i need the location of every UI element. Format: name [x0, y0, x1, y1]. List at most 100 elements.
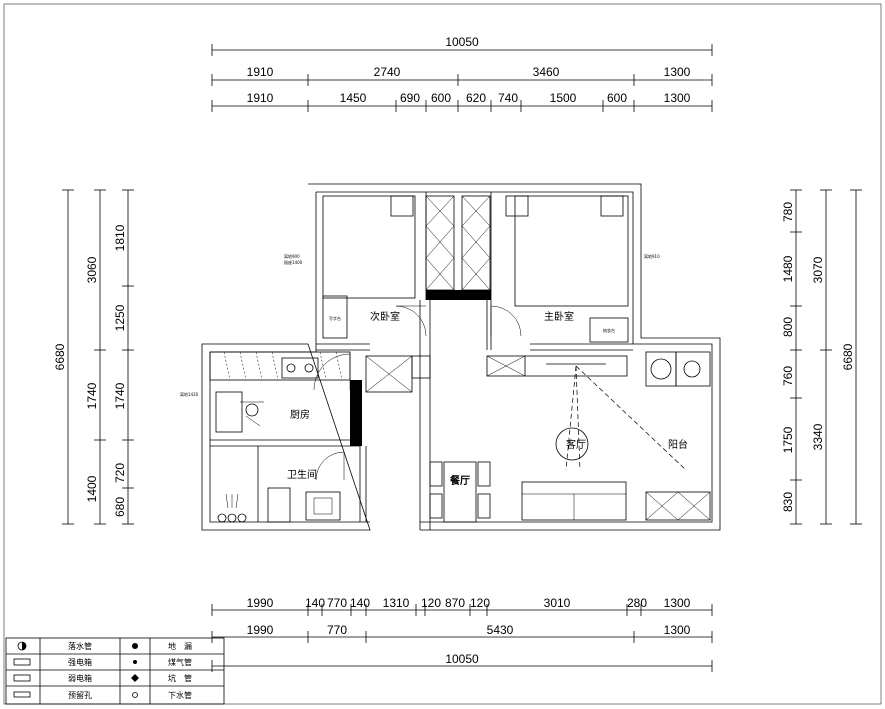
legend-1-right: 煤气管: [168, 657, 192, 667]
plant-icon: [225, 493, 239, 509]
dresser: [589, 317, 629, 343]
dim-top-r1-1: 2740: [374, 65, 401, 79]
dim-left-inner-1: 1250: [113, 304, 127, 331]
dim-top-r2-5: 740: [498, 91, 518, 105]
bed-master: [514, 195, 629, 307]
dim-top-r2-8: 1300: [664, 91, 691, 105]
room-labels: 次卧室 主卧室 厨房 客厅 阳台 卫生间 餐厅: [287, 310, 688, 487]
note-c: 离地910: [644, 253, 660, 259]
desk: [322, 295, 348, 339]
dim-top-r2-4: 620: [466, 91, 486, 105]
dim-left-mid-2: 1400: [85, 475, 99, 502]
legend-2-left: 弱电箱: [68, 673, 92, 683]
dim-top-r1-0: 1910: [247, 65, 274, 79]
dim-left-inner-2: 1740: [113, 382, 127, 409]
power-box-icon: [13, 658, 31, 666]
gas-pipe-icon: [133, 660, 137, 664]
dim-bot-r1-10: 1300: [664, 596, 691, 610]
sewer-pipe-icon: [132, 692, 138, 698]
dim-top-r2-1: 1450: [340, 91, 367, 105]
label-desk: 写字台: [329, 315, 341, 321]
floor-drain-icon: [132, 643, 138, 649]
legend-2-right: 坑 管: [168, 673, 192, 683]
dim-left-outer: 6680: [53, 343, 67, 370]
washbasin: [305, 491, 341, 521]
legend-0-right: 地 漏: [168, 641, 192, 651]
label-dining: 餐厅: [449, 474, 470, 487]
label-second-bedroom: 次卧室: [370, 310, 400, 323]
bottom-dimensions: 1990 140 770 140 1310 120 870 120 3010 2…: [211, 596, 713, 672]
dim-top-r1-2: 3460: [533, 65, 560, 79]
dim-bot-r1-5: 120: [421, 596, 441, 610]
furniture: 写字台 梳妆台: [209, 195, 711, 523]
dim-top-r1-3: 1300: [664, 65, 691, 79]
weak-current-box-icon: [13, 674, 31, 682]
legend-3-right: 下水管: [168, 690, 192, 700]
balcony-cabinet: [645, 491, 711, 521]
sink-kitchen: [215, 391, 243, 433]
wall-block: [350, 380, 362, 446]
dim-bot-r1-2: 770: [327, 596, 347, 610]
dim-bot-r1-3: 140: [350, 596, 370, 610]
dim-left-mid-0: 3060: [85, 256, 99, 283]
dim-right-inner-5: 830: [781, 492, 795, 512]
label-dresser: 梳妆台: [603, 327, 615, 333]
dim-right-inner-4: 1750: [781, 426, 795, 453]
dim-right-inner-0: 780: [781, 202, 795, 222]
dim-bot-r1-8: 3010: [544, 596, 571, 610]
dim-right-mid-1: 3340: [811, 423, 825, 450]
dim-top-r2-3: 600: [431, 91, 451, 105]
dim-top-total: 10050: [445, 35, 479, 49]
dim-bot-r2-1: 770: [327, 623, 347, 637]
kitchen-counter: [209, 351, 351, 381]
dim-top-r2-6: 1500: [550, 91, 577, 105]
dim-left-inner-4: 680: [113, 497, 127, 517]
note-d: 离地1420: [180, 391, 199, 397]
wardrobe-left: [425, 195, 455, 291]
note-a: 离地900: [284, 253, 300, 259]
dim-bot-r1-1: 140: [305, 596, 325, 610]
reserved-hole-icon: [13, 691, 31, 698]
dim-left-mid-1: 1740: [85, 382, 99, 409]
dim-top-r2-0: 1910: [247, 91, 274, 105]
bed-second: [322, 195, 416, 299]
note-b: 插座1400: [284, 259, 303, 265]
dim-right-inner-3: 760: [781, 366, 795, 386]
legend-0-left: 落水管: [68, 641, 92, 651]
dim-top-r2-7: 600: [607, 91, 627, 105]
dim-bot-r1-6: 870: [445, 596, 465, 610]
dim-right-inner-1: 1480: [781, 255, 795, 282]
dim-bot-r2-3: 1300: [664, 623, 691, 637]
label-master-bedroom: 主卧室: [544, 310, 574, 323]
dim-bot-r2-2: 5430: [487, 623, 514, 637]
dim-bot-r1-7: 120: [470, 596, 490, 610]
legend-3-left: 预留孔: [68, 690, 92, 700]
dim-right-mid-0: 3070: [811, 256, 825, 283]
dim-top-r2-2: 690: [400, 91, 420, 105]
balcony-sink: [675, 351, 711, 387]
dim-bot-r2-0: 1990: [247, 623, 274, 637]
washer: [645, 351, 677, 387]
dim-right-inner-2: 800: [781, 317, 795, 337]
dim-bot-r1-9: 280: [627, 596, 647, 610]
legend-1-left: 强电箱: [68, 657, 92, 667]
dim-right-outer: 6680: [841, 343, 855, 370]
label-bathroom: 卫生间: [287, 468, 317, 481]
label-living-room: 客厅: [566, 438, 586, 451]
top-dimensions: 10050 1910 2740 3460 1300 1910 1450 690 …: [211, 35, 713, 112]
dim-bot-total: 10050: [445, 652, 479, 666]
small-notes: 离地900 插座1400 离地910 离地1420: [180, 253, 660, 397]
door-second-bedroom: [395, 305, 427, 337]
tv-cabinet: [486, 355, 628, 377]
dim-bot-r1-4: 1310: [383, 596, 410, 610]
wall-block: [426, 290, 491, 300]
legend: 落水管 强电箱 弱电箱 预留孔 地 漏 煤气管 坑 管 下水管: [5, 637, 225, 705]
door-kitchen: [313, 353, 351, 391]
drawing-frame: [3, 3, 882, 705]
dim-left-inner-3: 720: [113, 463, 127, 483]
right-dimensions: 780 1480 800 760 1750 830 3070 3340 6680: [781, 189, 862, 525]
stove: [281, 357, 319, 379]
dim-bot-r1-0: 1990: [247, 596, 274, 610]
label-balcony: 阳台: [668, 438, 688, 451]
